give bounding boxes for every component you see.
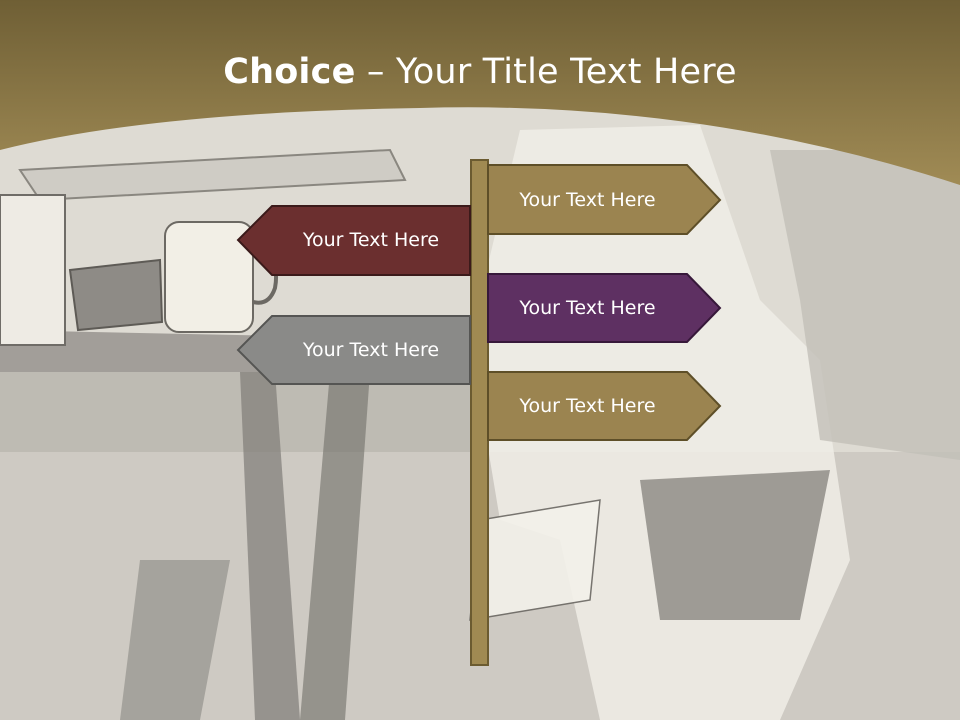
sign-label-2[interactable]: Your Text Here (302, 229, 440, 251)
sign-arrow-right-3[interactable] (487, 371, 722, 441)
sign-label-5[interactable]: Your Text Here (519, 395, 656, 417)
sign-arrow-right-1[interactable] (487, 164, 722, 235)
title-text: Your Title Text Here (395, 52, 737, 92)
sign-arrow-right-2[interactable] (487, 273, 722, 343)
title-separator: – (355, 52, 396, 92)
sign-arrow-left-2[interactable] (236, 315, 471, 385)
sign-post (470, 159, 489, 666)
sign-label-3[interactable]: Your Text Here (519, 297, 656, 319)
title-bold: Choice (223, 52, 356, 92)
sign-label-4[interactable]: Your Text Here (302, 339, 440, 361)
sign-label-1[interactable]: Your Text Here (519, 189, 656, 211)
slide-title[interactable]: Choice – Your Title Text Here (0, 52, 960, 92)
sign-arrow-left-1[interactable] (236, 205, 471, 276)
